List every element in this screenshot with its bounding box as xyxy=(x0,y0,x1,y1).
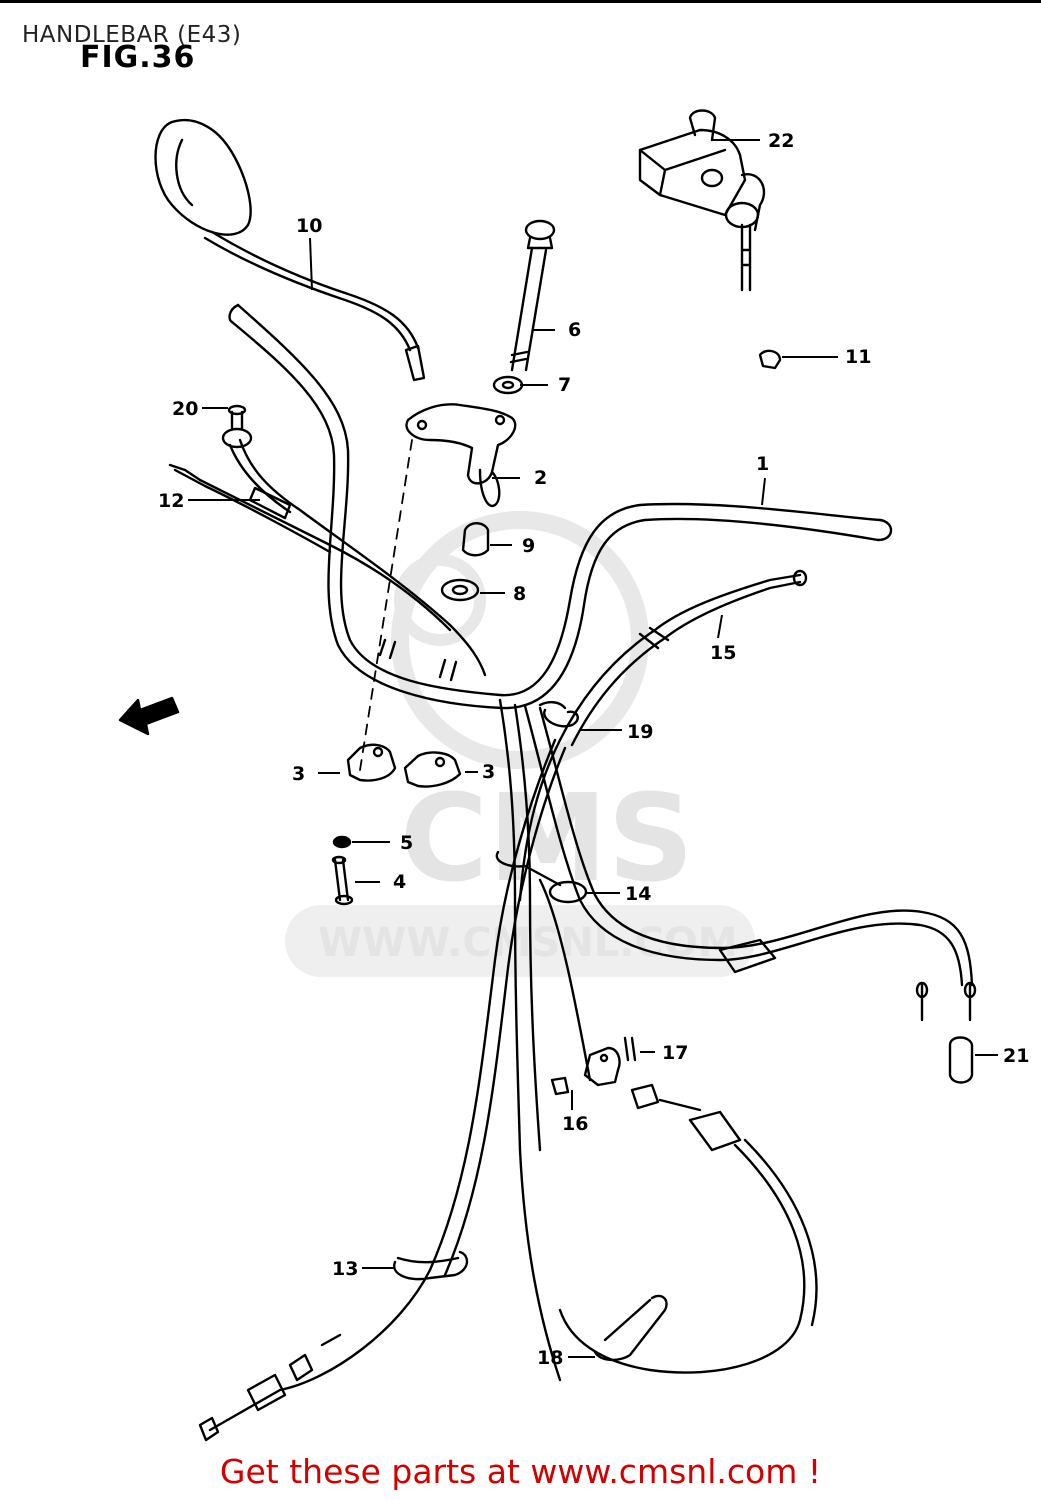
callout-20: 20 xyxy=(172,398,198,420)
callout-4: 4 xyxy=(393,871,406,893)
callout-19: 19 xyxy=(627,721,653,743)
callout-18: 18 xyxy=(537,1347,563,1369)
cover-21 xyxy=(948,1036,974,1084)
callout-6: 6 xyxy=(568,319,581,341)
watermark-url: WWW.CMSNL.COM xyxy=(318,920,738,966)
callout-13: 13 xyxy=(332,1258,358,1280)
clamp-18 xyxy=(593,1294,668,1362)
figure-label: FIG.36 xyxy=(80,40,196,75)
cable-12 xyxy=(168,404,487,677)
callouts: 1 2 3 3 4 5 6 7 8 9 10 11 12 13 14 15 16… xyxy=(158,130,1029,1369)
callout-5: 5 xyxy=(400,832,413,854)
leader-lines xyxy=(188,139,998,1358)
callout-10: 10 xyxy=(296,215,322,237)
callout-15: 15 xyxy=(710,642,736,664)
callout-14: 14 xyxy=(625,883,651,905)
footer-link[interactable]: Get these parts at www.cmsnl.com ! xyxy=(219,1452,822,1491)
callout-3-left: 3 xyxy=(292,763,305,785)
callout-1: 1 xyxy=(756,453,769,475)
front-arrow-icon xyxy=(118,696,180,736)
clamp-13 xyxy=(393,1250,469,1281)
callout-2: 2 xyxy=(534,467,547,489)
cable-bundle xyxy=(498,698,974,1382)
cable-ends xyxy=(915,981,977,1022)
callout-12: 12 xyxy=(158,490,184,512)
ignition-switch xyxy=(638,109,766,292)
clamp-3-right xyxy=(403,751,462,788)
mirror xyxy=(154,118,426,382)
callout-9: 9 xyxy=(522,535,535,557)
clamp-3-left xyxy=(346,743,397,782)
callout-21: 21 xyxy=(1003,1045,1029,1067)
cushion-8 xyxy=(440,578,480,602)
handlebar xyxy=(228,303,893,710)
callout-7: 7 xyxy=(558,374,571,396)
callout-8: 8 xyxy=(513,583,526,605)
holder-2 xyxy=(405,403,517,508)
washer-5 xyxy=(332,835,352,849)
callout-16: 16 xyxy=(562,1113,588,1135)
page-title: HANDLEBAR (E43) xyxy=(22,22,242,48)
bolt-4 xyxy=(331,855,354,906)
throttle-parts xyxy=(550,1036,818,1374)
bolt-6 xyxy=(509,219,556,372)
callout-3-right: 3 xyxy=(482,761,495,783)
cap-11 xyxy=(758,349,782,370)
cushion-9 xyxy=(461,522,490,557)
callout-11: 11 xyxy=(845,346,871,368)
cable-15 xyxy=(518,569,808,902)
top-rule xyxy=(0,0,1041,3)
choke-cable-13 xyxy=(198,738,567,1442)
washer-7 xyxy=(492,375,524,395)
clamp-19 xyxy=(538,700,579,728)
callout-22: 22 xyxy=(768,130,794,152)
callout-17: 17 xyxy=(662,1042,688,1064)
